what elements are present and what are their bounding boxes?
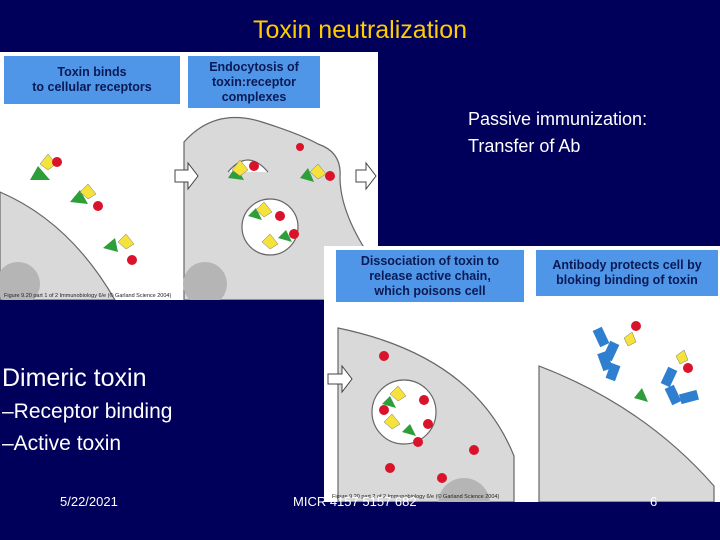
toxin-3 <box>103 233 137 265</box>
toxin-8 <box>382 385 407 408</box>
footer-slide-number: 6 <box>650 494 658 509</box>
footer-course: MICR 4157 5157 682 <box>293 494 417 509</box>
antibody-4 <box>679 389 699 405</box>
toxin-7 <box>261 229 299 250</box>
receptor-green-5 <box>634 388 648 402</box>
nucleus-1 <box>0 262 40 306</box>
toxin-5 <box>300 163 335 182</box>
toxin-1 <box>30 153 62 180</box>
toxin-4 <box>228 159 259 180</box>
slide-title: Toxin neutralization <box>252 16 467 44</box>
toxin-2 <box>70 183 103 211</box>
figure-top-caption: Figure 9.20 part 1 of 2 Immunobiology 6/… <box>4 293 172 299</box>
bullet-receptor-binding: –Receptor binding <box>2 400 173 423</box>
toxin-6 <box>248 201 285 221</box>
figure-bottom-caption: Figure 9.20 part 2 of 2 Immunobiology 6/… <box>332 494 500 500</box>
passive-immunization-text: Passive immunization: Transfer of Ab <box>468 109 648 156</box>
toxin-9 <box>383 413 416 436</box>
nucleus-2 <box>183 262 227 306</box>
endosome-2 <box>371 379 437 445</box>
bullet-active-toxin: –Active toxin <box>2 432 122 455</box>
antibody-3 <box>660 349 693 406</box>
cell-membrane-4 <box>538 365 715 503</box>
dimeric-toxin-heading: Dimeric toxin <box>2 364 147 392</box>
footer-date: 5/22/2021 <box>60 494 118 509</box>
antibody-2 <box>597 350 621 382</box>
